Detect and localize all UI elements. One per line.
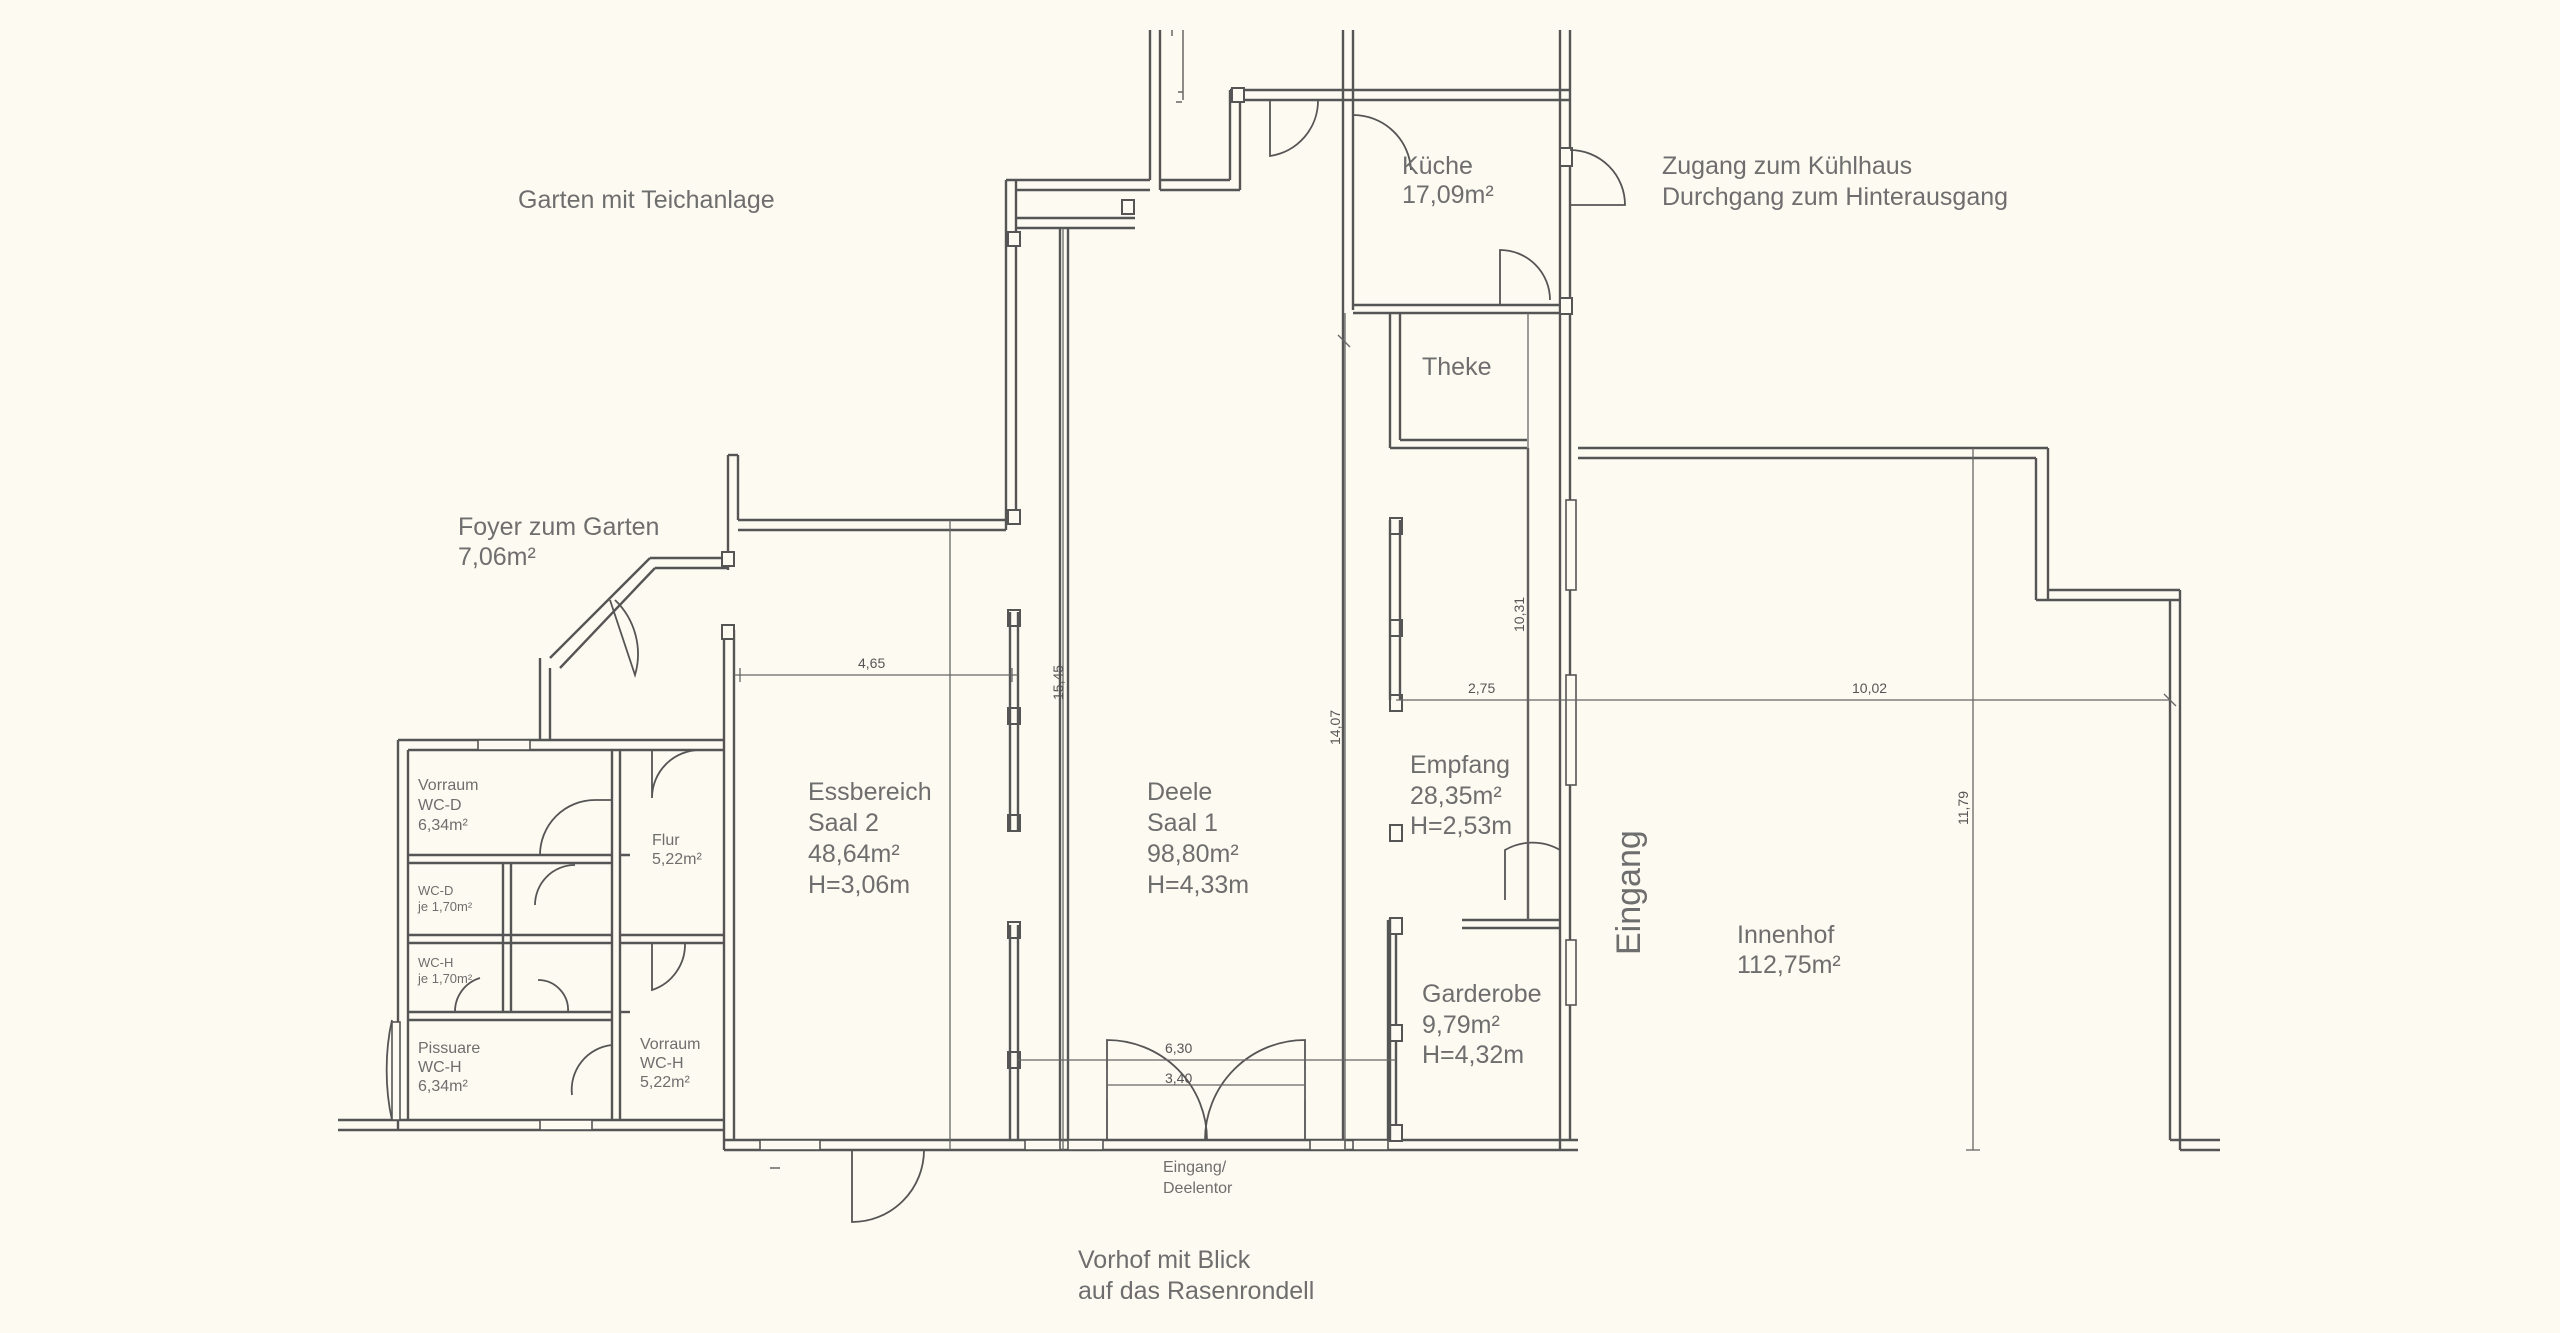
garderobe-area: 9,79m² <box>1422 1011 1500 1039</box>
vorraum-wcd-type: WC-D <box>418 797 462 814</box>
windows <box>391 499 1577 1151</box>
wcd-area: je 1,70m² <box>417 899 473 914</box>
cold-storage-label: Zugang zum Kühlhaus <box>1662 152 1912 180</box>
vorraum-wch-area: 5,22m² <box>640 1074 690 1091</box>
essbereich-name: Essbereich <box>808 778 932 806</box>
vorraum-wcd-name: Vorraum <box>418 777 478 794</box>
flur-name: Flur <box>652 832 680 849</box>
gate-label-2: Deelentor <box>1163 1180 1233 1197</box>
courtyard-area: 112,75m² <box>1737 951 1841 979</box>
rear-exit-label: Durchgang zum Hinterausgang <box>1662 183 2008 211</box>
empfang-area: 28,35m² <box>1410 782 1502 810</box>
flur-area: 5,22m² <box>652 851 702 868</box>
pissuare-type: WC-H <box>418 1059 462 1076</box>
room-labels: Garten mit Teichanlage Foyer zum Garten … <box>417 152 2008 1305</box>
counter-label: Theke <box>1422 353 1491 381</box>
dim-1031: 10,31 <box>1511 597 1527 632</box>
deele-height: H=4,33m <box>1147 871 1249 899</box>
empfang-height: H=2,53m <box>1410 812 1512 840</box>
dim-340: 3,40 <box>1165 1070 1192 1086</box>
entrance-label: Eingang <box>1610 830 1648 955</box>
kitchen-name: Küche <box>1402 152 1473 180</box>
essbereich-height: H=3,06m <box>808 871 910 899</box>
wch-name: WC-H <box>418 955 453 970</box>
deele-hall: Saal 1 <box>1147 809 1218 837</box>
wcd-name: WC-D <box>418 883 453 898</box>
outer-walls <box>338 30 2220 1152</box>
vorraum-wcd-area: 6,34m² <box>418 817 468 834</box>
courtyard-name: Innenhof <box>1737 921 1834 949</box>
garderobe-height: H=4,32m <box>1422 1041 1524 1069</box>
dimension-labels: 4,65 15,45 14,07 10,31 2,75 10,02 11,79 … <box>858 597 1971 1086</box>
dimension-lines <box>734 228 2177 1151</box>
deele-name: Deele <box>1147 778 1212 806</box>
garderobe-name: Garderobe <box>1422 980 1542 1008</box>
vorraum-wch-type: WC-H <box>640 1055 684 1072</box>
dim-1407: 14,07 <box>1327 710 1343 745</box>
forecourt-line-1: Vorhof mit Blick <box>1078 1246 1251 1274</box>
dim-1545: 15,45 <box>1050 665 1066 700</box>
dim-275: 2,75 <box>1468 680 1495 696</box>
pissuare-name: Pissuare <box>418 1040 480 1057</box>
foyer-name: Foyer zum Garten <box>458 513 659 541</box>
pissuare-area: 6,34m² <box>418 1078 468 1095</box>
doors <box>385 99 1626 1223</box>
garden-label: Garten mit Teichanlage <box>518 186 775 214</box>
kitchen-area: 17,09m² <box>1402 181 1494 209</box>
essbereich-area: 48,64m² <box>808 840 900 868</box>
vorraum-wch-name: Vorraum <box>640 1036 700 1053</box>
wch-area: je 1,70m² <box>417 971 473 986</box>
deele-area: 98,80m² <box>1147 840 1239 868</box>
forecourt-line-2: auf das Rasenrondell <box>1078 1277 1314 1305</box>
essbereich-hall: Saal 2 <box>808 809 879 837</box>
dim-465: 4,65 <box>858 655 885 671</box>
dim-630: 6,30 <box>1165 1040 1192 1056</box>
dim-1002: 10,02 <box>1852 680 1887 696</box>
foyer-area: 7,06m² <box>458 543 536 571</box>
empfang-name: Empfang <box>1410 751 1510 779</box>
dim-1179: 11,79 <box>1955 791 1971 825</box>
gate-label-1: Eingang/ <box>1163 1159 1227 1176</box>
